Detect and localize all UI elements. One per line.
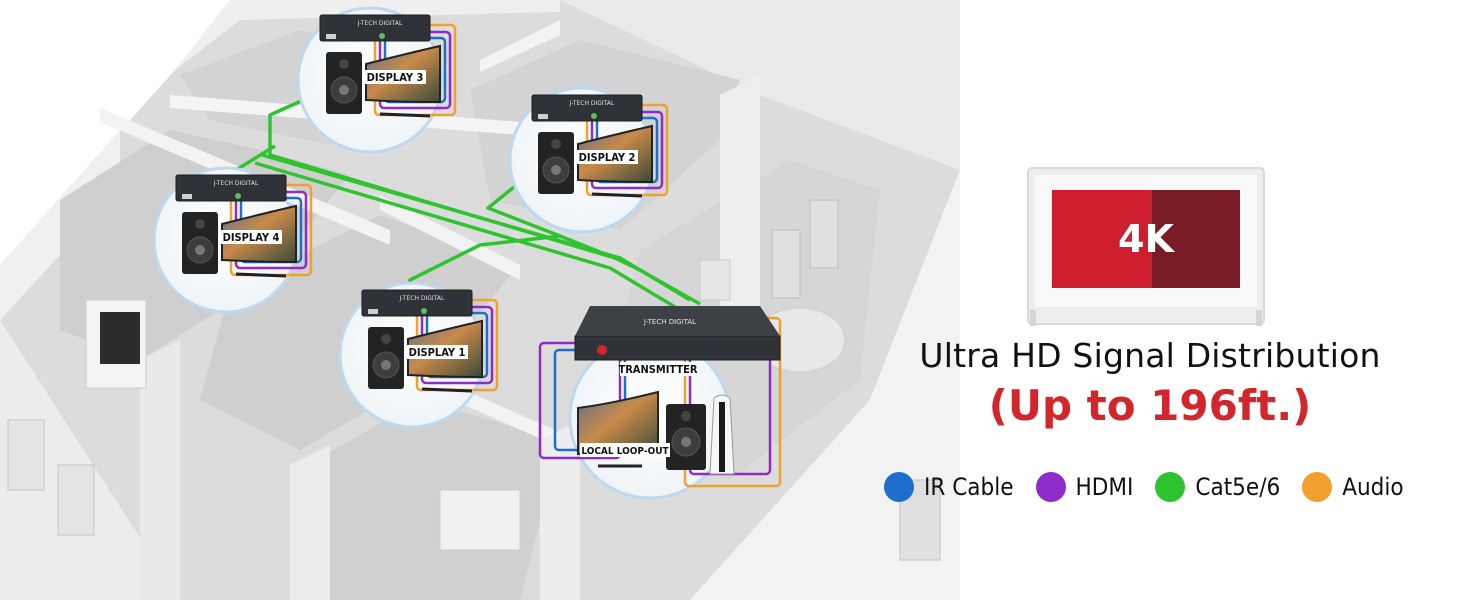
brand-label: J-TECH DIGITAL	[643, 318, 696, 326]
display-label: DISPLAY 1	[409, 346, 466, 359]
brand-label: J-TECH DIGITAL	[357, 20, 403, 27]
receiver-callout: J-TECH DIGITAL DISPLAY 2	[508, 86, 669, 234]
loop-out-label: LOCAL LOOP-OUT	[581, 446, 669, 457]
receiver-callout: J-TECH DIGITAL DISPLAY 3	[296, 6, 457, 154]
display-label: DISPLAY 4	[223, 231, 280, 244]
cat-cables	[209, 86, 701, 312]
4k-label: 4K	[1118, 217, 1175, 261]
transmitter-label: TRANSMITTER	[618, 363, 697, 376]
brand-label: J-TECH DIGITAL	[213, 180, 259, 187]
4k-tv-badge: 4K	[1027, 167, 1265, 326]
display-label: DISPLAY 3	[367, 71, 424, 84]
receiver-callout: J-TECH DIGITAL DISPLAY 4	[152, 166, 313, 314]
transmitter-callout: J-TECH DIGITAL TRANSMITTER LOCAL LOOP-OUT	[538, 306, 782, 500]
brand-label: J-TECH DIGITAL	[569, 100, 615, 107]
receiver-callout: J-TECH DIGITAL DISPLAY 1	[338, 281, 499, 429]
display-label: DISPLAY 2	[579, 151, 636, 164]
brand-label: J-TECH DIGITAL	[399, 295, 445, 302]
floor-plan	[0, 0, 960, 600]
